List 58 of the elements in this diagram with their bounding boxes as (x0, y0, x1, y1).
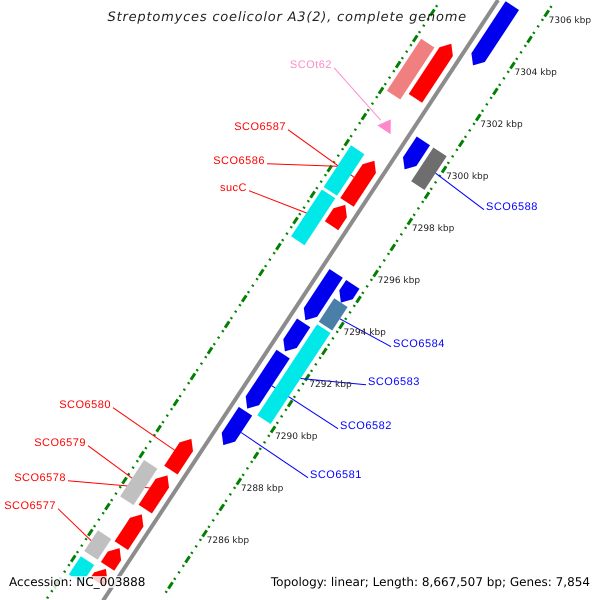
gene-block (471, 1, 519, 66)
gene-block (257, 324, 330, 424)
gene-block (408, 44, 453, 103)
gene-block (324, 204, 347, 230)
gene-block (386, 38, 434, 100)
leader-line (240, 432, 308, 478)
gene-block (291, 190, 336, 246)
leader-line (58, 508, 92, 542)
leader-line (435, 172, 484, 210)
gene-block (100, 548, 122, 571)
gene-label: SCO6584 (393, 339, 445, 350)
gene-label: sucC (220, 183, 247, 194)
gene-label: SCO6582 (340, 421, 392, 432)
leader-line (339, 318, 392, 348)
scale-label: 7296 kbp (378, 277, 420, 286)
gene-block (222, 406, 252, 446)
gene-label: SCO6581 (310, 470, 362, 481)
leader-line (334, 67, 382, 121)
gene-label: SCO6587 (234, 122, 286, 133)
gene-label: SCO6588 (486, 202, 538, 213)
gene-block (411, 148, 447, 190)
gene-block (283, 318, 310, 352)
gene-label: SCO6578 (14, 473, 66, 484)
scale-label: 7304 kbp (514, 69, 557, 78)
scale-label: 7292 kbp (309, 381, 352, 390)
accession-text: Accession: NC_003888 (9, 576, 146, 588)
scale-label: 7298 kbp (412, 225, 454, 234)
leader-line (112, 407, 175, 451)
gene-block (114, 514, 144, 550)
scale-label: 7288 kbp (240, 485, 284, 494)
leader-line (266, 163, 338, 167)
gene-block (120, 460, 158, 506)
gene-block (403, 136, 430, 170)
gene-block (138, 475, 169, 514)
gene-label: SCO6586 (213, 156, 265, 167)
scale-label: 7290 kbp (275, 433, 318, 442)
gene-block (324, 145, 364, 196)
title: Streptomyces coelicolor A3(2), complete genome (108, 11, 467, 24)
leader-line (300, 378, 366, 386)
leader-line (248, 190, 307, 214)
scale-label: 7294 kbp (343, 329, 386, 338)
gene-block (84, 530, 112, 560)
scale-label: 7300 kbp (446, 173, 488, 182)
scale-label: 7306 kbp (548, 17, 592, 26)
scale-label: 7302 kbp (480, 121, 523, 130)
scale-label: 7286 kbp (206, 537, 250, 546)
gene-block (246, 350, 290, 409)
gene-block (339, 280, 360, 303)
gene-label: SCO6579 (34, 438, 86, 449)
gene-block (340, 160, 376, 207)
gene-label: SCO6580 (59, 400, 111, 411)
gene-label: SCOt62 (290, 60, 332, 71)
gene-marker (377, 119, 391, 134)
gene-label: SCO6583 (368, 377, 420, 388)
genome-info-text: Topology: linear; Length: 8,667,507 bp; Genes: 7,854 (270, 576, 590, 588)
gene-label: SCO6577 (4, 501, 56, 512)
leader-line (88, 445, 133, 479)
gene-block (164, 438, 193, 474)
